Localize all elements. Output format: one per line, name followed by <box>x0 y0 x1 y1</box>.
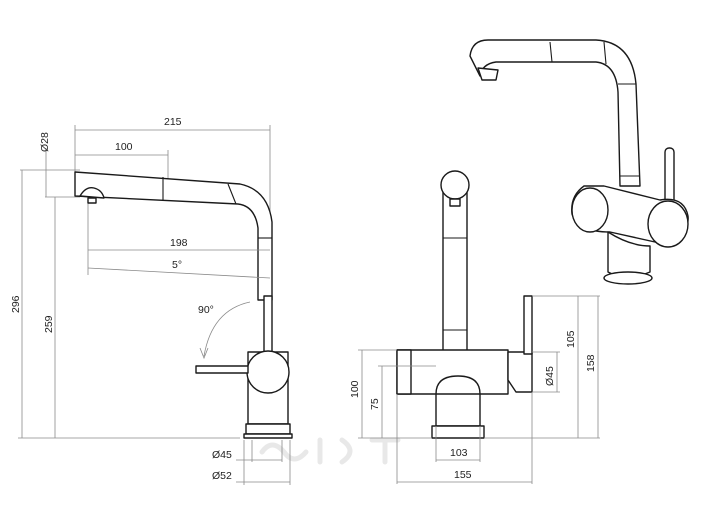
dim-rotation-angle: 90° <box>198 304 214 316</box>
perspective-aerator <box>477 67 499 81</box>
dim-spout-diameter: Ø28 <box>39 132 51 152</box>
side-handle-cap <box>246 350 290 394</box>
dim-handle-diameter: Ø45 <box>544 366 556 386</box>
perspective-handle-cap <box>647 200 689 248</box>
front-aerator <box>449 198 461 207</box>
side-view: 215 100 198 5° 90° Ø28 296 259 Ø45 Ø52 <box>10 116 293 485</box>
side-aerator <box>79 186 105 199</box>
perspective-left-cap <box>571 187 609 233</box>
front-spout-head <box>440 170 470 200</box>
front-stem <box>435 393 481 427</box>
side-aerator-tip <box>87 197 97 204</box>
front-lever <box>523 295 533 355</box>
spout-arm <box>74 171 273 301</box>
dim-overall-width: 155 <box>454 469 472 481</box>
watermark <box>259 437 401 465</box>
perspective-spout-arm <box>469 39 641 187</box>
dim-aerator-reach: 198 <box>170 237 188 249</box>
side-pull-handle <box>195 365 249 374</box>
front-handle <box>507 351 533 393</box>
perspective-spout-joint-1 <box>549 41 553 63</box>
dim-escutcheon-diameter: Ø52 <box>212 470 232 482</box>
front-spout-column <box>442 191 468 353</box>
side-escutcheon <box>245 423 291 435</box>
perspective-view <box>469 39 689 285</box>
dim-aerator-height: 259 <box>43 315 55 333</box>
perspective-spout-joint-2 <box>603 41 607 65</box>
front-body-left-cap <box>396 349 412 395</box>
side-base-ring <box>243 433 293 439</box>
dim-body-height: 100 <box>349 380 361 398</box>
side-dimension-lines <box>21 129 290 483</box>
dim-base-diameter: Ø45 <box>212 449 232 461</box>
perspective-escutcheon <box>603 271 653 285</box>
dim-head-length: 100 <box>115 141 133 153</box>
dim-total-reach: 215 <box>164 116 182 128</box>
spout-bend-joint <box>227 183 237 205</box>
dim-inner-width: 103 <box>450 447 468 459</box>
front-view: 100 75 103 155 Ø45 105 158 <box>349 170 600 484</box>
dim-lower-body-height: 75 <box>369 398 381 410</box>
front-body-cutout <box>435 375 481 395</box>
dim-total-height: 296 <box>10 295 22 313</box>
dim-handle-height: 105 <box>565 330 577 348</box>
front-extension-lines <box>358 295 600 484</box>
dim-lever-height: 158 <box>585 354 597 372</box>
front-escutcheon <box>431 425 485 439</box>
dim-tilt-angle: 5° <box>172 259 182 271</box>
front-dimension-lines <box>361 296 599 483</box>
side-lever <box>263 295 273 357</box>
